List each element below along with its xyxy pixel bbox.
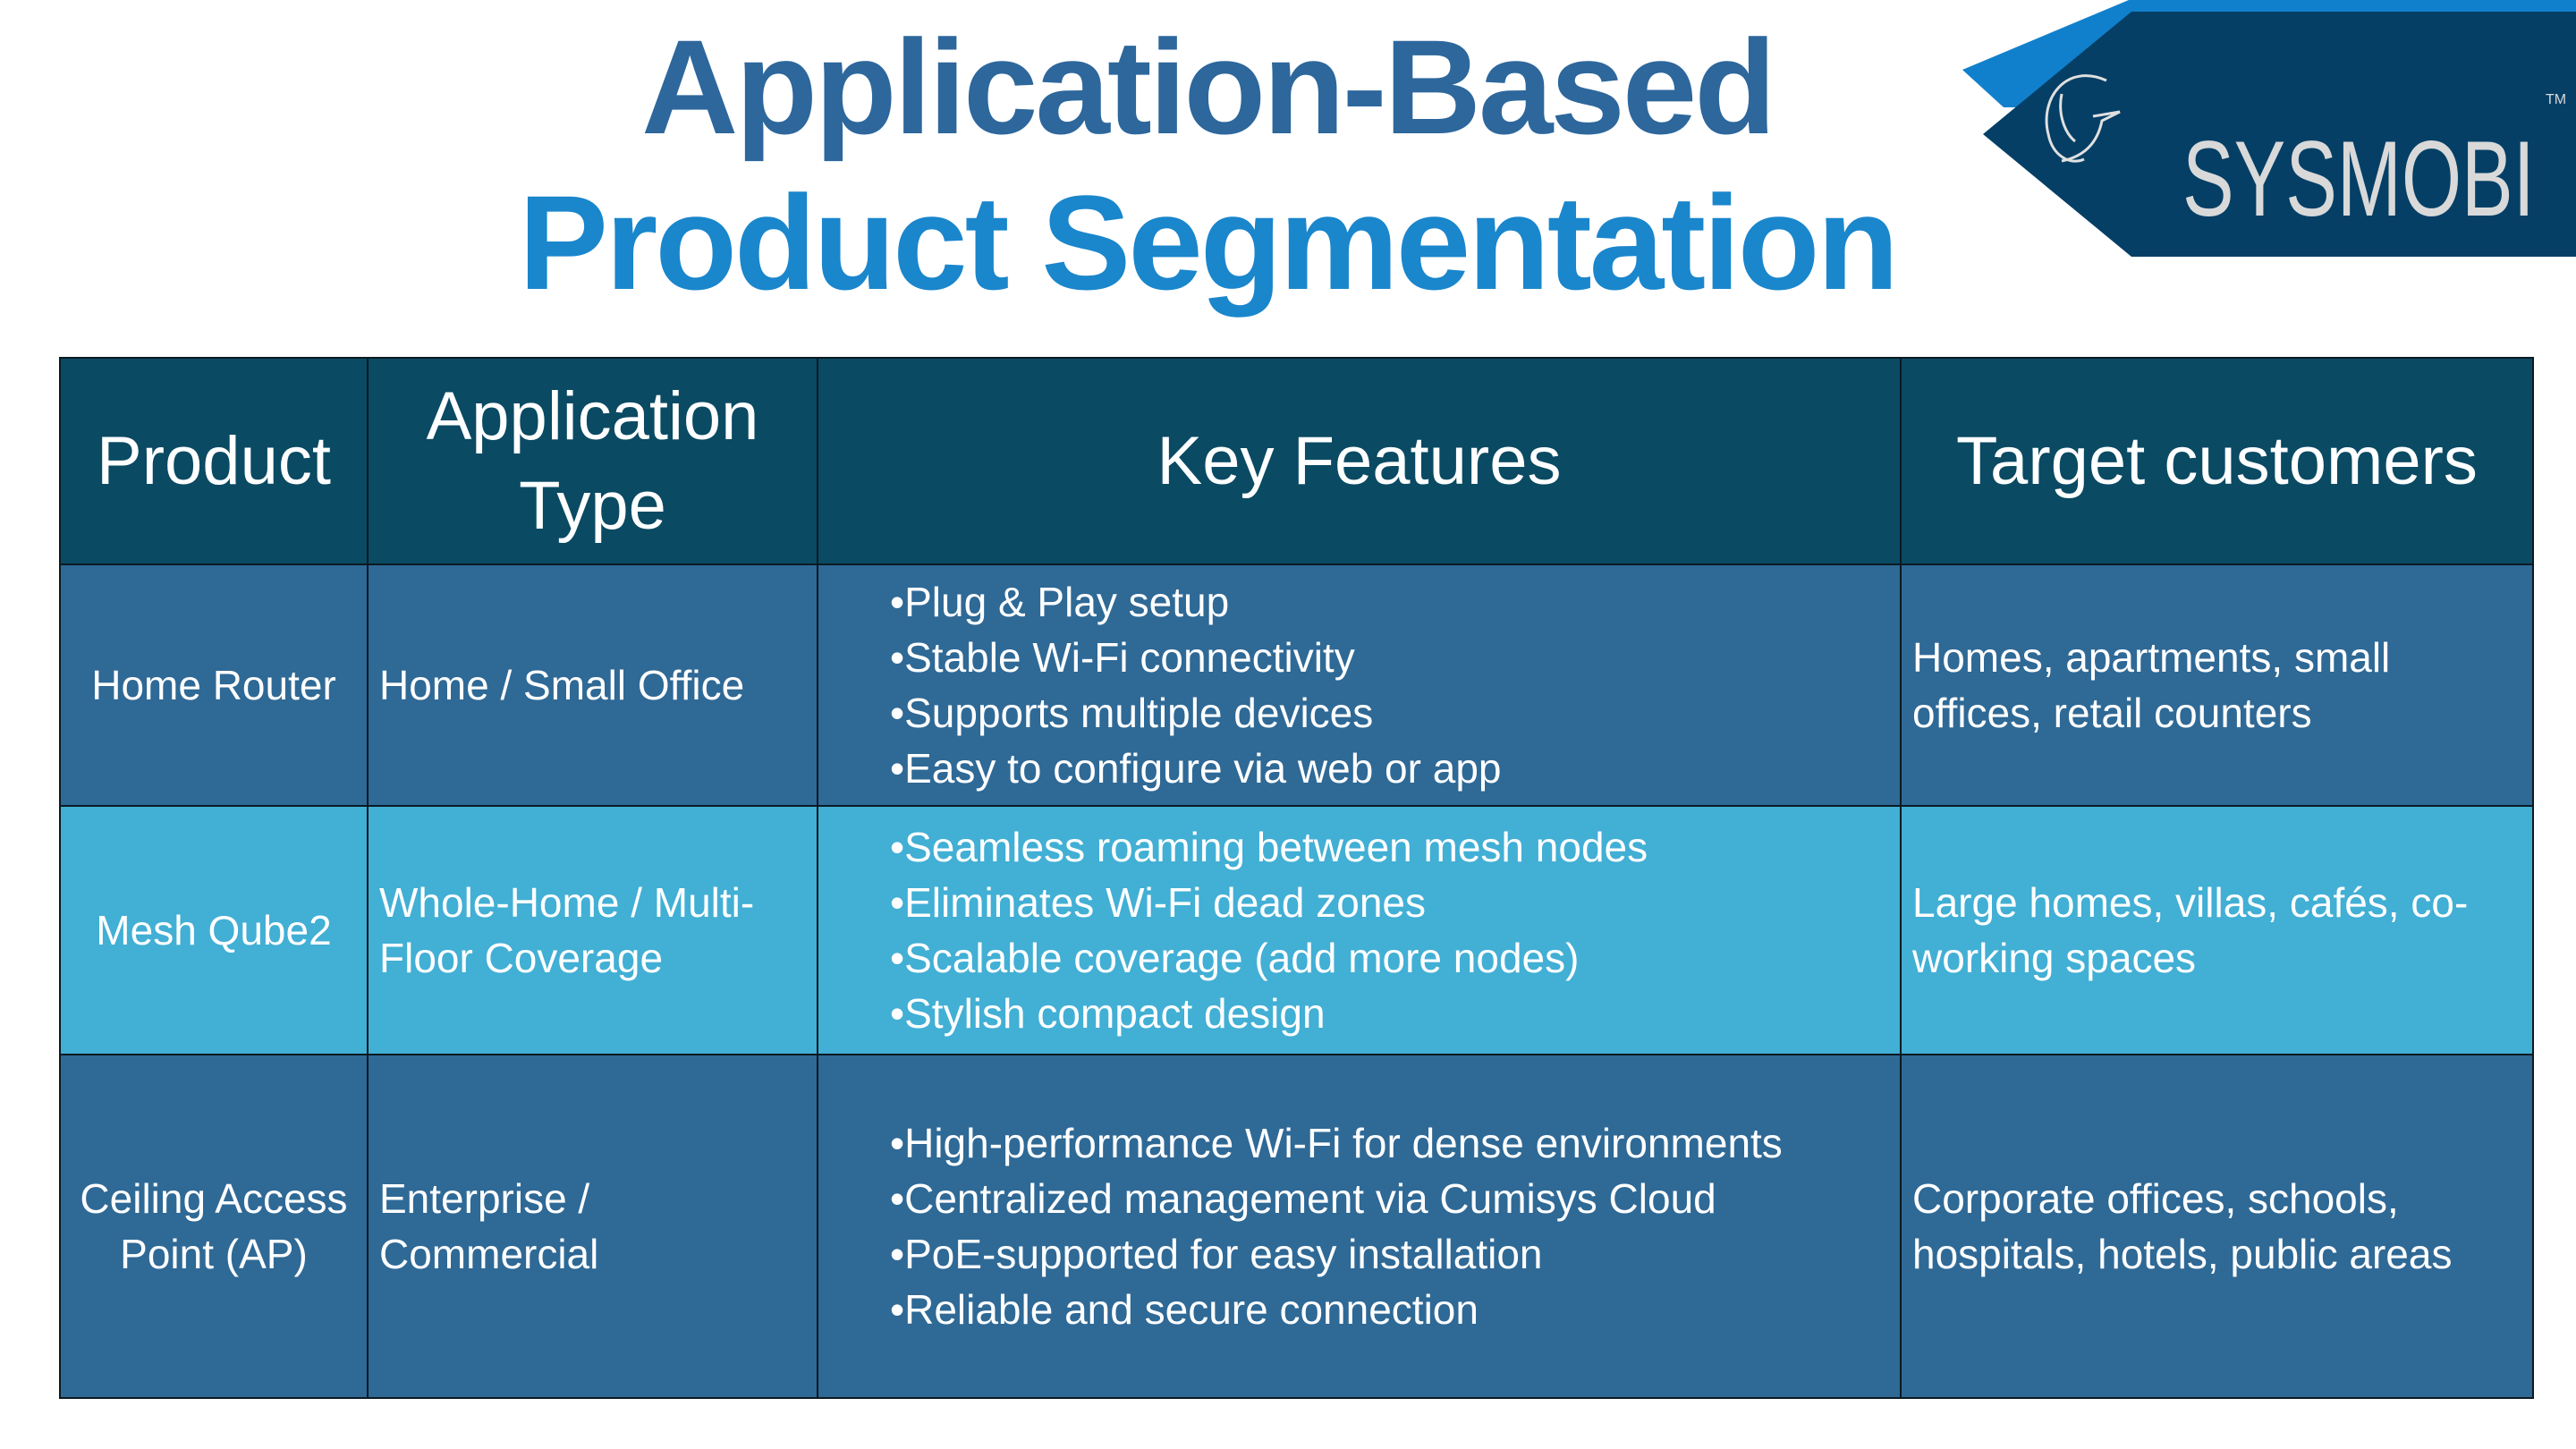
sysmobi-logo: [1962, 0, 2576, 257]
table-header-row: Product Application Type Key Features Ta…: [59, 357, 2534, 565]
product-cell: Home Router: [59, 564, 369, 807]
feature-item: Stable Wi-Fi connectivity: [890, 630, 1889, 685]
product-cell: Ceiling Access Point (AP): [59, 1054, 369, 1399]
header-application-type: Application Type: [367, 357, 818, 565]
segmentation-table: Product Application Type Key Features Ta…: [59, 357, 2534, 1399]
features-cell: Seamless roaming between mesh nodes Elim…: [817, 805, 1902, 1055]
feature-item: Centralized management via Cumisys Cloud: [890, 1171, 1889, 1226]
feature-item: Scalable coverage (add more nodes): [890, 930, 1889, 986]
features-cell: Plug & Play setup Stable Wi-Fi connectiv…: [817, 564, 1902, 807]
feature-item: Reliable and secure connection: [890, 1282, 1889, 1337]
feature-item: Supports multiple devices: [890, 685, 1889, 741]
header-key-features: Key Features: [817, 357, 1902, 565]
page-title-line2: Product Segmentation: [518, 167, 1899, 318]
trademark-mark: TM: [2546, 92, 2567, 107]
feature-item: Seamless roaming between mesh nodes: [890, 819, 1889, 875]
header-product: Product: [59, 357, 369, 565]
feature-item: Easy to configure via web or app: [890, 741, 1889, 796]
feature-item: Plug & Play setup: [890, 574, 1889, 630]
customers-cell: Homes, apartments, small offices, retail…: [1900, 564, 2534, 807]
customers-cell: Large homes, villas, cafés, co-working s…: [1900, 805, 2534, 1055]
application-cell: Enterprise / Commercial: [367, 1054, 818, 1399]
table-row: Home Router Home / Small Office Plug & P…: [59, 564, 2534, 807]
bird-icon: [2045, 74, 2121, 163]
header-target-customers: Target customers: [1900, 357, 2534, 565]
application-cell: Whole-Home / Multi-Floor Coverage: [367, 805, 818, 1055]
feature-item: Eliminates Wi-Fi dead zones: [890, 875, 1889, 930]
logo-wordmark: SYSMOBI: [2182, 119, 2535, 239]
product-cell: Mesh Qube2: [59, 805, 369, 1055]
customers-cell: Corporate offices, schools, hospitals, h…: [1900, 1054, 2534, 1399]
features-cell: High-performance Wi-Fi for dense environ…: [817, 1054, 1902, 1399]
table-row: Mesh Qube2 Whole-Home / Multi-Floor Cove…: [59, 805, 2534, 1055]
table-row: Ceiling Access Point (AP) Enterprise / C…: [59, 1054, 2534, 1399]
feature-item: PoE-supported for easy installation: [890, 1226, 1889, 1282]
feature-item: Stylish compact design: [890, 986, 1889, 1041]
feature-item: High-performance Wi-Fi for dense environ…: [890, 1115, 1889, 1171]
page-title-line1: Application-Based: [641, 12, 1776, 162]
application-cell: Home / Small Office: [367, 564, 818, 807]
